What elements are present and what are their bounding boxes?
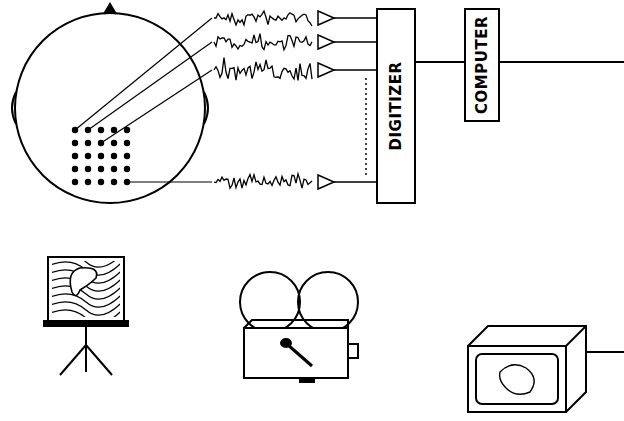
box-label: DIGITIZER <box>387 62 405 151</box>
head-outline <box>12 4 208 203</box>
projection-screen <box>44 252 128 375</box>
output-wire <box>498 61 624 63</box>
eeg-waveforms <box>214 11 312 188</box>
process-box: COMPUTER <box>464 8 500 122</box>
box-label: COMPUTER <box>473 16 491 114</box>
film-projector <box>240 272 358 382</box>
process-box: DIGITIZER <box>376 8 416 204</box>
leader-lines <box>75 18 212 182</box>
connector-line <box>416 61 464 63</box>
electrode-grid <box>72 127 130 185</box>
monitor <box>468 326 624 412</box>
amplifier-symbols <box>318 11 376 189</box>
